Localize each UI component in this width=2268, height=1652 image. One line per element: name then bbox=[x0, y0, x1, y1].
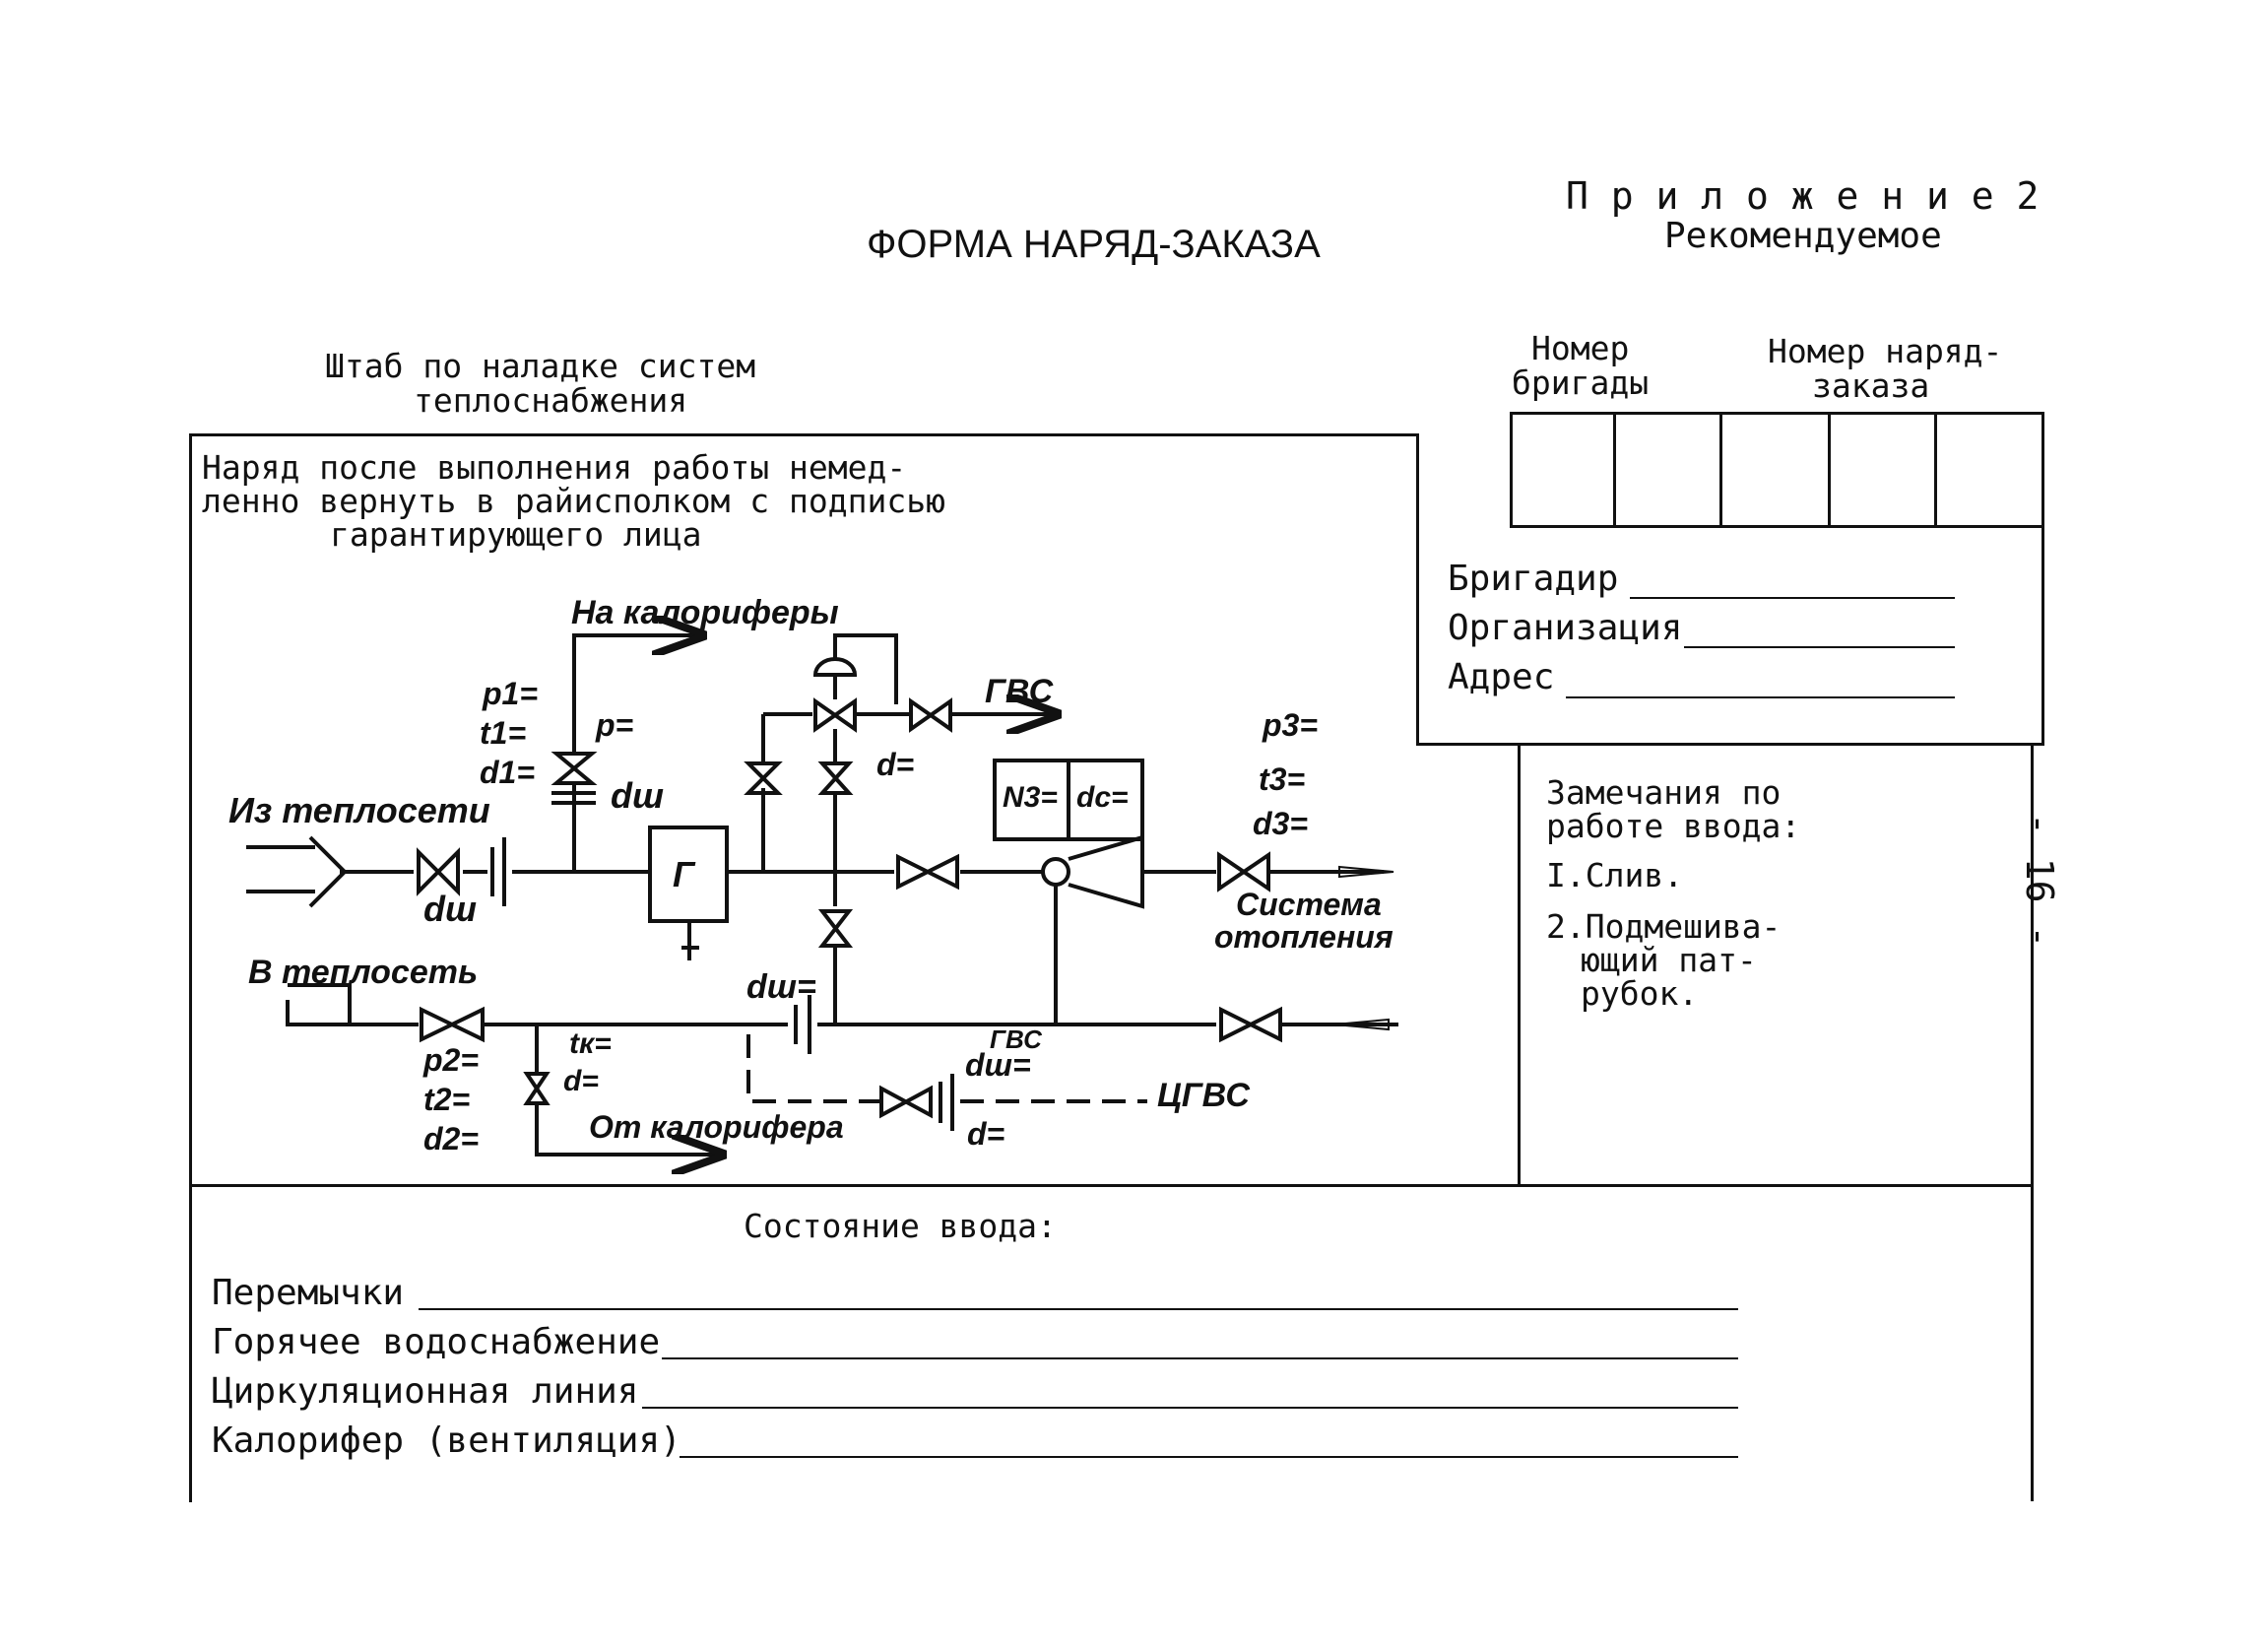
label-from-heater: От калорифера bbox=[589, 1109, 844, 1145]
brigadier-label: Бригадир bbox=[1448, 559, 1619, 599]
label-system2: отопления bbox=[1214, 919, 1393, 955]
label-system1: Система bbox=[1236, 887, 1382, 922]
hot-water-field[interactable] bbox=[662, 1357, 1738, 1359]
frame-line bbox=[2041, 528, 2044, 745]
organization-field[interactable] bbox=[1684, 646, 1955, 648]
label-p: p= bbox=[596, 707, 634, 743]
label-dsh-left: dш bbox=[423, 889, 477, 929]
cell-divider bbox=[1613, 412, 1616, 528]
label-tk: tк= bbox=[569, 1027, 612, 1060]
address-field[interactable] bbox=[1566, 696, 1955, 698]
frame-line bbox=[189, 433, 192, 1502]
label-t1: t1= bbox=[480, 715, 527, 751]
label-p3: p3= bbox=[1263, 707, 1319, 743]
frame-line bbox=[1416, 433, 1419, 743]
frame-line bbox=[1416, 743, 2044, 746]
brigade-number-label: Номер bbox=[1531, 329, 1630, 367]
label-to-network: В теплосеть bbox=[248, 954, 479, 991]
number-cells bbox=[1510, 412, 2044, 528]
label-to-heaters: На калориферы bbox=[571, 594, 839, 631]
instruction-line1: Наряд после выполнения работы немед- bbox=[202, 448, 907, 487]
cell-divider bbox=[1719, 412, 1722, 528]
appendix-type: Рекомендуемое bbox=[1664, 216, 1942, 256]
label-dsh-gvs: dш= bbox=[965, 1047, 1031, 1083]
cell-divider bbox=[1934, 412, 1937, 528]
label-p2: p2= bbox=[423, 1042, 480, 1078]
label-cgvs: ЦГВС bbox=[1157, 1077, 1250, 1114]
remarks-title2: работе ввода: bbox=[1546, 807, 1801, 845]
label-dc: dc= bbox=[1076, 781, 1129, 814]
state-title: Состояние ввода: bbox=[744, 1207, 1057, 1245]
label-d1: d1= bbox=[480, 755, 536, 790]
state-row-heater: Калорифер (вентиляция) bbox=[212, 1421, 681, 1461]
label-d-bottom: d= bbox=[967, 1116, 1005, 1152]
remarks-title1: Замечания по bbox=[1546, 773, 1782, 812]
label-gvs: ГВС bbox=[985, 673, 1054, 710]
label-g: Г bbox=[673, 854, 695, 894]
label-t2: t2= bbox=[423, 1082, 471, 1117]
order-number-label: Номер наряд- bbox=[1768, 332, 2003, 370]
label-d-mid: d= bbox=[876, 747, 915, 782]
remarks-item2b: ющий пат- bbox=[1581, 941, 1757, 979]
frame-line bbox=[189, 433, 1418, 436]
frame-line bbox=[1518, 743, 1521, 1184]
cell-divider bbox=[1828, 412, 1831, 528]
org-line1: Штаб по наладке систем bbox=[325, 347, 756, 385]
label-from-network: Из теплосети bbox=[228, 790, 490, 830]
order-number-label2: заказа bbox=[1812, 366, 1930, 405]
form-title: ФОРМА НАРЯД-ЗАКАЗА bbox=[867, 223, 1321, 266]
state-row-jumpers: Перемычки bbox=[212, 1273, 405, 1313]
jumpers-field[interactable] bbox=[419, 1308, 1738, 1310]
address-label: Адрес bbox=[1448, 657, 1555, 697]
frame-line bbox=[189, 1184, 2033, 1187]
brigade-number-label2: бригады bbox=[1512, 363, 1650, 402]
label-n3: N3= bbox=[1003, 781, 1058, 814]
label-gvs-superscript: ГВС bbox=[990, 1024, 1042, 1054]
instruction-line2: ленно вернуть в райисполком с подписью bbox=[202, 482, 945, 520]
label-dsh-mid: dш= bbox=[746, 968, 816, 1006]
circulation-field[interactable] bbox=[642, 1407, 1738, 1409]
remarks-item1: I.Слив. bbox=[1546, 856, 1684, 894]
label-dsh-top: dш bbox=[611, 775, 664, 816]
instruction-line3: гарантирующего лица bbox=[330, 515, 702, 554]
label-d2: d2= bbox=[423, 1121, 480, 1156]
frame-line bbox=[2031, 743, 2034, 1501]
organization-label: Организация bbox=[1448, 608, 1683, 648]
heater-field[interactable] bbox=[680, 1456, 1738, 1458]
brigadier-field[interactable] bbox=[1630, 597, 1955, 599]
label-p1: p1= bbox=[483, 676, 539, 711]
appendix-label: П р и л о ж е н и е 2 bbox=[1566, 174, 2040, 218]
remarks-item2c: рубок. bbox=[1581, 974, 1699, 1013]
org-line2: теплоснабжения bbox=[414, 381, 688, 420]
label-d3: d3= bbox=[1253, 806, 1309, 841]
label-dk: d= bbox=[563, 1065, 599, 1097]
label-t3: t3= bbox=[1259, 761, 1306, 797]
state-row-hot-water: Горячее водоснабжение bbox=[212, 1322, 661, 1362]
state-row-circulation: Циркуляционная линия bbox=[212, 1371, 639, 1412]
remarks-item2a: 2.Подмешива- bbox=[1546, 907, 1782, 946]
